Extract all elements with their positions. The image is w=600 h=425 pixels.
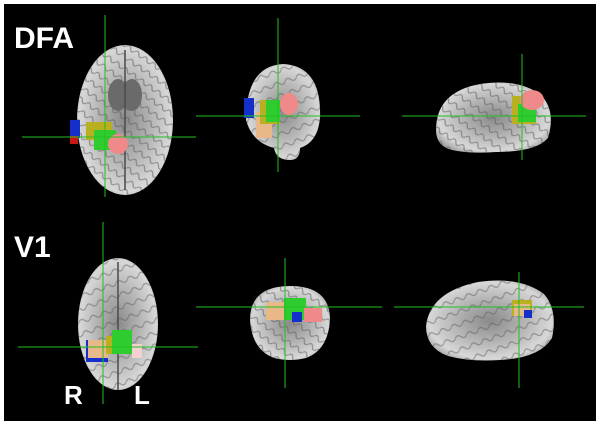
sagittal-view-v1 (394, 272, 584, 388)
row-label-dfa: DFA (14, 22, 74, 55)
sagittal-view-dfa (402, 54, 586, 160)
coronal-view-v1 (196, 258, 382, 388)
orientation-left-label: L (134, 380, 150, 410)
row-label-v1: V1 (14, 231, 51, 264)
orientation-right-label: R (64, 380, 83, 410)
coronal-view-dfa (196, 18, 360, 172)
axial-view-dfa (22, 15, 196, 197)
axial-view-v1 (18, 222, 198, 404)
